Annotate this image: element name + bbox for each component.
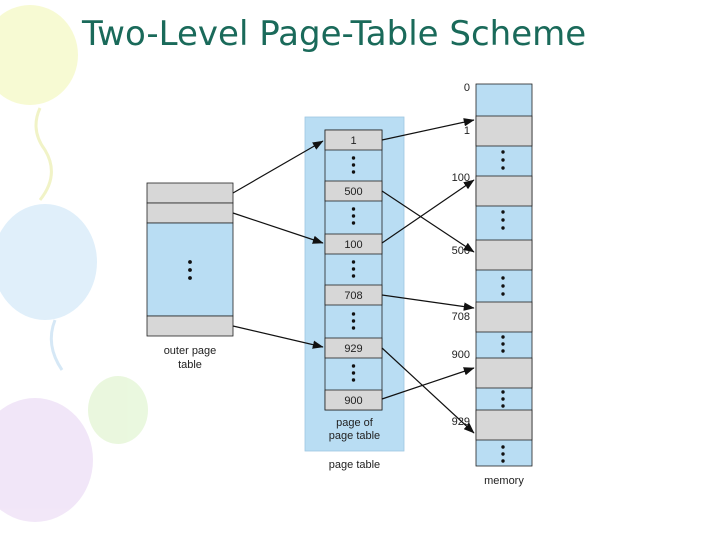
ellipsis-icon xyxy=(501,150,505,170)
entry-box-900 xyxy=(324,389,383,411)
outer-entry-1 xyxy=(146,182,234,204)
entry-box-100 xyxy=(324,233,383,255)
arrow-entry708-to-frame708 xyxy=(381,294,475,311)
arrow-outer1-to-entry1 xyxy=(232,140,324,194)
arrow-outerlast-to-entry929 xyxy=(232,325,324,349)
ellipsis-icon xyxy=(501,210,505,230)
outer-entry-2 xyxy=(146,202,234,224)
ellipsis-icon xyxy=(351,156,356,174)
memory-frame-900 xyxy=(475,357,533,389)
outer-table-caption-line1: outer page xyxy=(164,345,217,357)
balloon-green-icon xyxy=(88,376,148,444)
memory: 0 1 100 500 708 900 929 memory xyxy=(452,82,533,487)
entry-label-929: 929 xyxy=(344,343,362,355)
page-of-page-table: 1 500 100 708 929 900 page of page table… xyxy=(304,116,405,471)
entry-label-500: 500 xyxy=(344,186,362,198)
slide-title: Two-Level Page-Table Scheme xyxy=(82,14,587,54)
memory-frame-1 xyxy=(475,115,533,147)
ellipsis-icon xyxy=(351,260,356,278)
frame-label-1: 1 xyxy=(464,125,470,137)
page-of-page-table-caption-line1: page of xyxy=(336,417,374,429)
memory-caption: memory xyxy=(484,475,524,487)
inner-table-column: 1 500 100 708 929 900 xyxy=(324,129,383,411)
arrow-entry100-to-frame100 xyxy=(381,179,475,244)
frame-label-900: 900 xyxy=(452,349,470,361)
memory-frame-100 xyxy=(475,175,533,207)
memory-column xyxy=(475,83,533,467)
balloon-decoration xyxy=(0,5,148,522)
outer-page-table: outer page table xyxy=(146,182,234,371)
ellipsis-icon xyxy=(501,445,505,463)
outer-table-caption-line2: table xyxy=(178,359,202,371)
ellipsis-icon xyxy=(501,390,505,408)
ellipsis-icon xyxy=(351,207,356,225)
arrow-entry500-to-frame500 xyxy=(381,190,475,253)
arrow-entry1-to-frame1 xyxy=(381,118,475,141)
frame-label-0: 0 xyxy=(464,82,470,94)
ellipsis-icon xyxy=(501,335,505,353)
ellipsis-icon xyxy=(351,364,356,382)
balloon-blue-icon xyxy=(0,204,97,371)
ellipsis-icon xyxy=(188,260,192,280)
balloon-yellow-icon xyxy=(0,5,78,201)
memory-frame-929 xyxy=(475,409,533,441)
balloon-violet-icon xyxy=(0,398,93,522)
arrow-entry900-to-frame900 xyxy=(381,367,475,400)
entry-label-900: 900 xyxy=(344,395,362,407)
page-of-page-table-caption-line2: page table xyxy=(329,430,380,442)
outer-entry-last xyxy=(146,315,234,337)
entry-label-100: 100 xyxy=(344,239,362,251)
arrows xyxy=(232,118,475,434)
entry-label-1: 1 xyxy=(350,135,356,147)
frame-label-100: 100 xyxy=(452,172,470,184)
ellipsis-icon xyxy=(501,276,505,296)
memory-frame-500 xyxy=(475,239,533,271)
arrow-outer2-to-entry100 xyxy=(232,212,324,244)
arrow-entry929-to-frame929 xyxy=(381,347,475,434)
page-table-caption: page table xyxy=(329,459,380,471)
ellipsis-icon xyxy=(351,312,356,330)
entry-label-708: 708 xyxy=(344,290,362,302)
frame-label-708: 708 xyxy=(452,311,470,323)
memory-frame-708 xyxy=(475,301,533,333)
frame-label-500: 500 xyxy=(452,245,470,257)
